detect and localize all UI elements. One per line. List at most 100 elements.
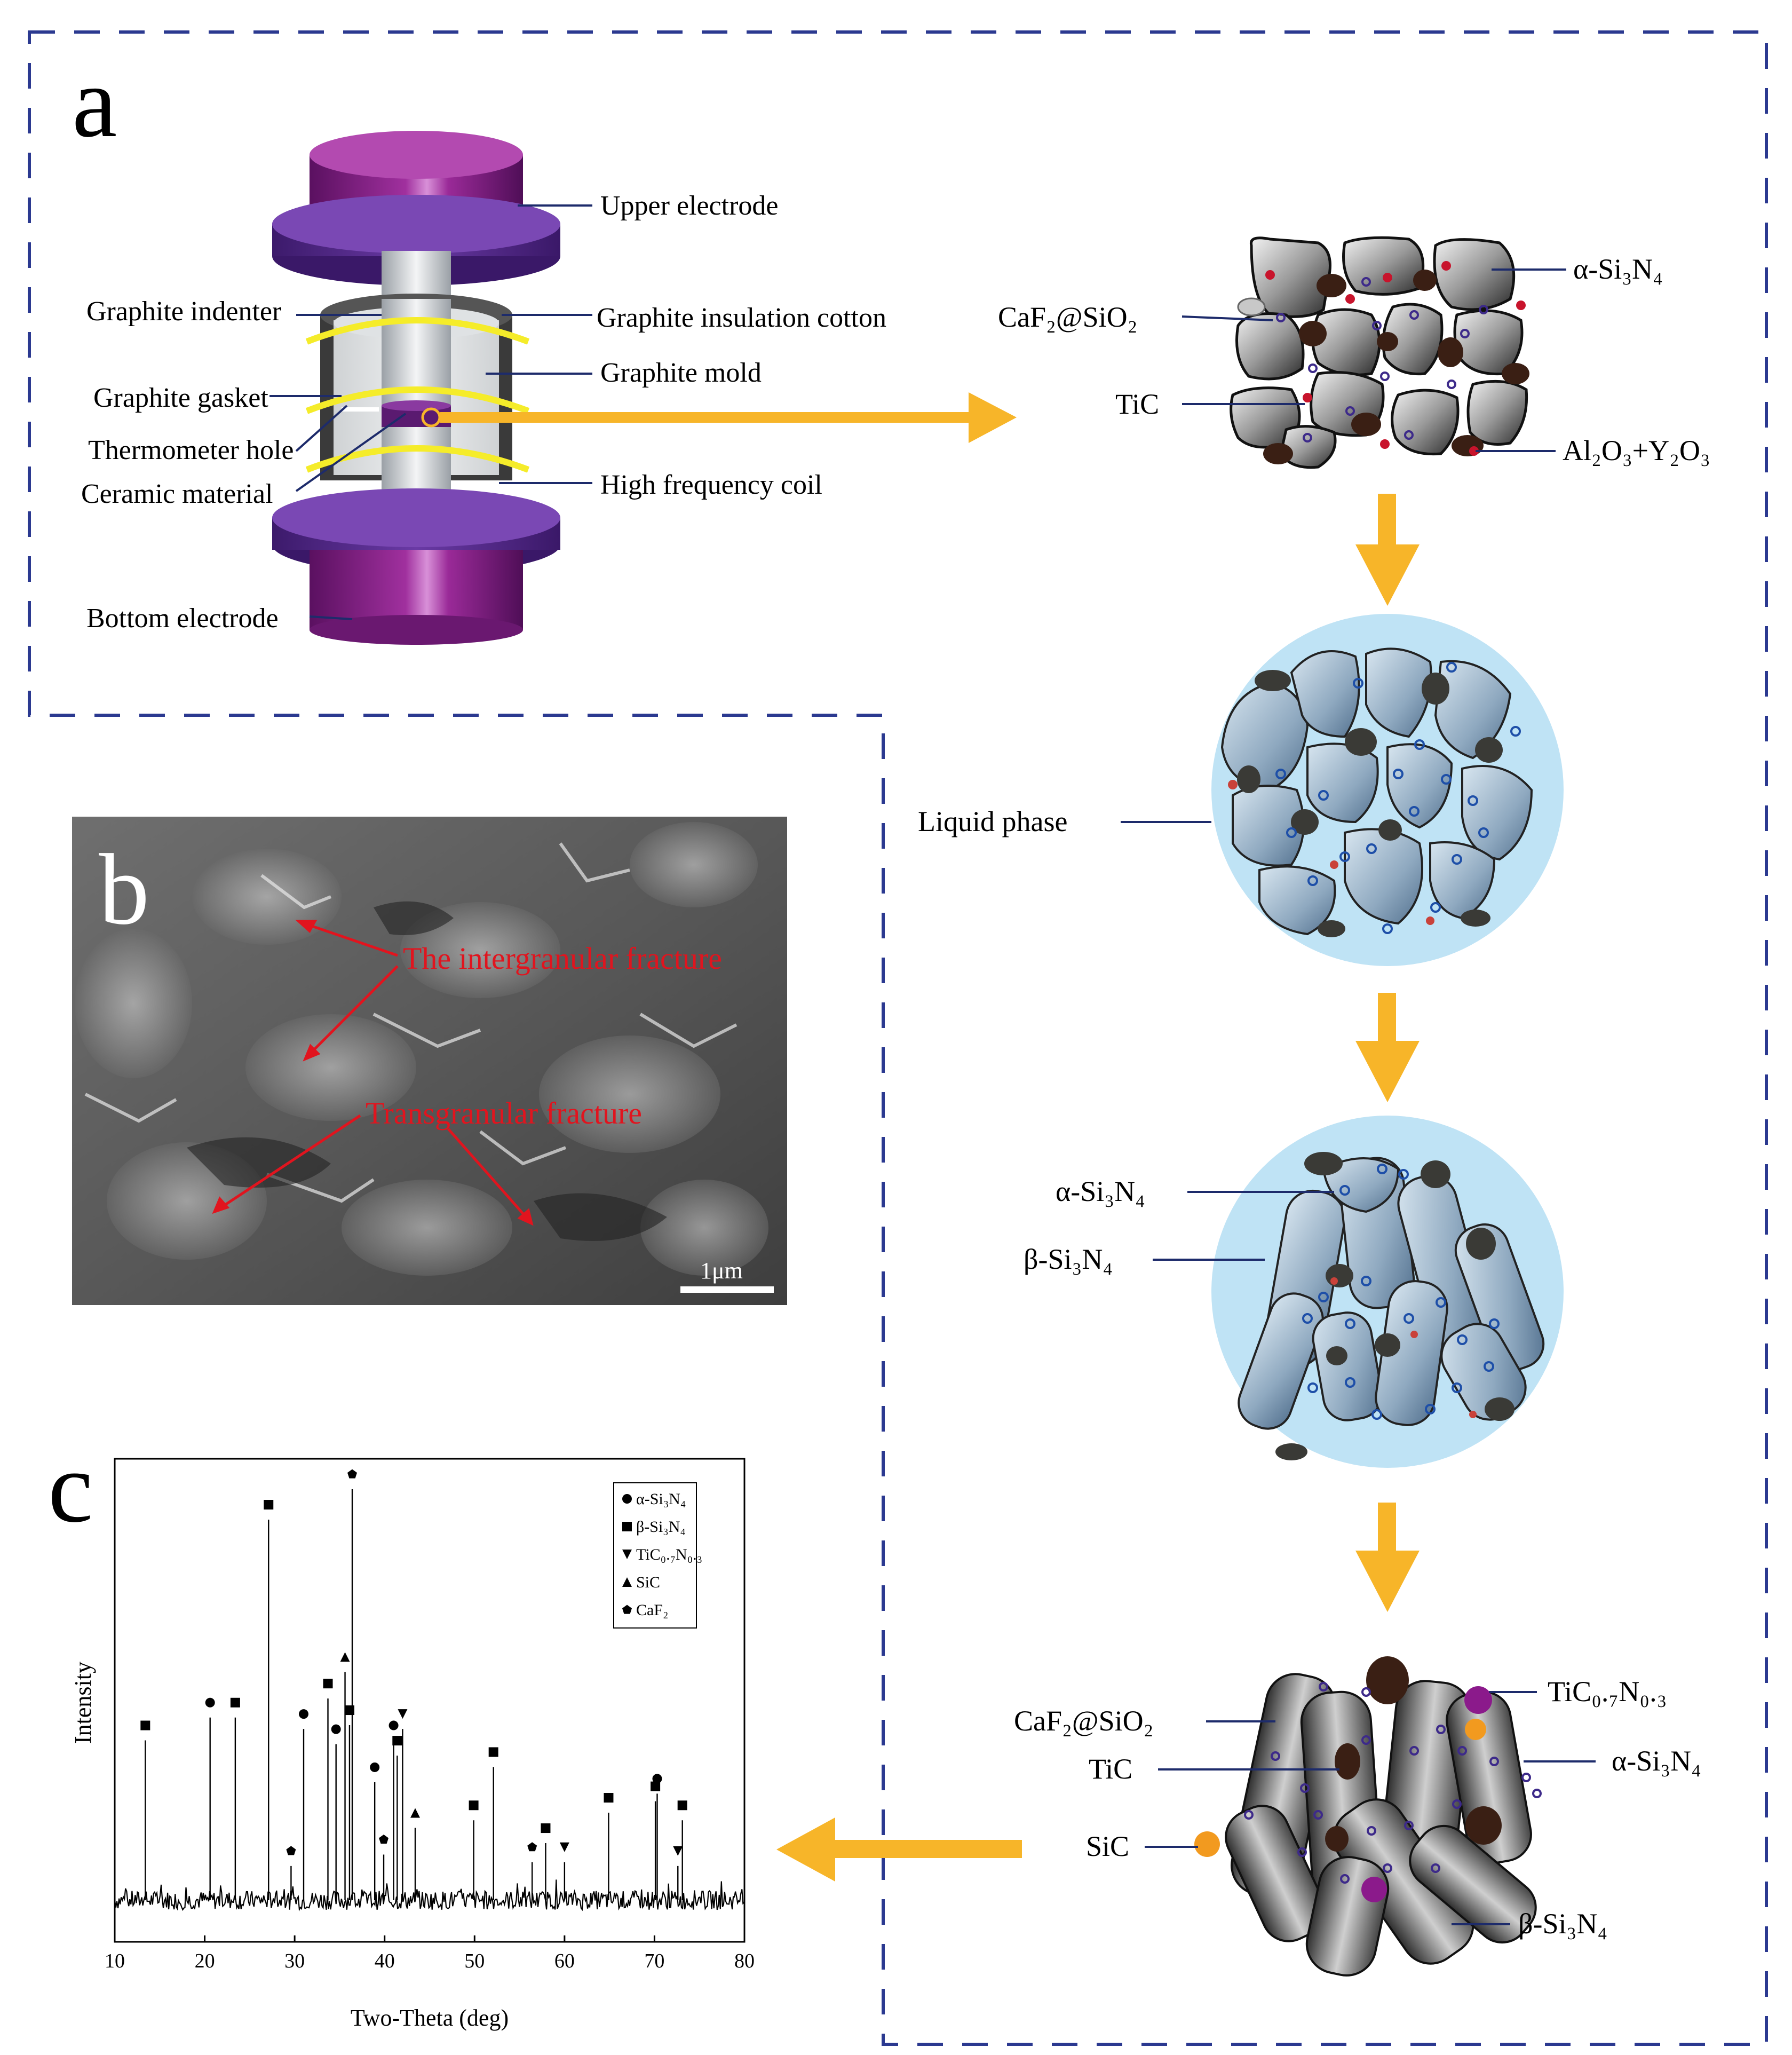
- stage4-sic-label: SiC: [1086, 1830, 1129, 1862]
- stage1-leaders: [1182, 268, 1566, 452]
- arrow-down-1: [1355, 494, 1420, 606]
- stage4-sintered-ceramic: [1194, 1656, 1542, 1977]
- label-graphite-indenter: Graphite indenter: [86, 296, 281, 327]
- sem-image: [72, 817, 787, 1305]
- stage4-leaders: [1145, 1691, 1596, 1925]
- legend: α-Si₃N₄ β-Si₃N₄ TiC₀.₇N₀.₃ SiC CaF₂: [613, 1482, 702, 1629]
- legend-label: CaF₂: [636, 1601, 668, 1619]
- peak-marker: [488, 1747, 498, 1757]
- legend-marker: [622, 1550, 632, 1559]
- stage4-tic-label: TiC: [1089, 1753, 1132, 1785]
- peak-marker: [677, 1800, 687, 1811]
- legend-label: TiC₀.₇N₀.₃: [636, 1546, 702, 1563]
- stage3-beta-label: β-Si₃N₄: [1024, 1243, 1113, 1275]
- peak-marker: [604, 1793, 614, 1803]
- peak-marker: [344, 1705, 354, 1716]
- x-axis-label: Two-Theta (deg): [351, 2005, 509, 2031]
- peak-marker: [205, 1697, 215, 1708]
- legend-marker: [622, 1577, 632, 1587]
- x-tick-label: 20: [195, 1950, 215, 1972]
- peak-marker: [559, 1842, 569, 1852]
- y-axis-label: Intensity: [70, 1662, 96, 1744]
- x-tick-label: 60: [554, 1950, 575, 1972]
- stage1-al2o3-label: Al₂O₃+Y₂O₃: [1563, 434, 1710, 467]
- x-tick-label: 30: [284, 1950, 305, 1972]
- stage2-liquid-phase: [1211, 614, 1564, 966]
- peak-marker: [392, 1736, 402, 1746]
- x-tick-label: 80: [734, 1950, 755, 1972]
- legend-marker: [622, 1494, 632, 1504]
- peak-marker: [398, 1709, 408, 1719]
- arrow-to-xrd: [776, 1817, 1022, 1882]
- peak-marker: [347, 1469, 357, 1479]
- intergranular-label: The intergranular fracture: [403, 941, 722, 976]
- peak-marker: [652, 1774, 662, 1784]
- stage1-tic-label: TiC: [1115, 388, 1159, 420]
- sem-annotation-arrows: [212, 920, 534, 1226]
- legend-marker: [622, 1522, 632, 1531]
- peak-marker: [340, 1652, 350, 1662]
- xrd-markers: [140, 1469, 687, 1856]
- label-graphite-gasket: Graphite gasket: [93, 383, 268, 413]
- panel-a-leaders: [269, 204, 592, 620]
- stage2-liquid-label: Liquid phase: [918, 805, 1067, 837]
- legend-label: SiC: [636, 1574, 660, 1591]
- x-tick-label: 40: [375, 1950, 395, 1972]
- label-bottom-electrode: Bottom electrode: [86, 603, 279, 634]
- stage4-caf2-label: CaF₂@SiO₂: [1014, 1705, 1153, 1737]
- dashed-border: [28, 30, 1768, 2046]
- peak-marker: [673, 1846, 683, 1856]
- scale-bar: [680, 1286, 774, 1293]
- transgranular-label: Transgranular fracture: [366, 1096, 642, 1131]
- stage1-powder-mixture: [1230, 236, 1529, 469]
- stage4-alpha-label: α-Si₃N₄: [1612, 1745, 1701, 1777]
- label-high-frequency-coil: High frequency coil: [600, 470, 822, 500]
- peak-marker: [331, 1724, 341, 1734]
- peak-marker: [140, 1720, 150, 1730]
- legend-label: β-Si₃N₄: [636, 1518, 686, 1536]
- peak-marker: [541, 1823, 551, 1833]
- plot-frame: [114, 1458, 746, 1943]
- panel-b-letter: b: [99, 834, 149, 946]
- stage4-ticn-label: TiC₀.₇N₀.₃: [1548, 1675, 1667, 1708]
- label-graphite-mold: Graphite mold: [600, 358, 762, 388]
- peak-marker: [379, 1835, 388, 1844]
- peak-marker: [410, 1808, 421, 1818]
- stage3-leaders: [1153, 1191, 1334, 1261]
- label-graphite-insulation-cotton: Graphite insulation cotton: [597, 303, 886, 333]
- scale-bar-label: 1μm: [700, 1258, 743, 1284]
- peak-marker: [230, 1697, 240, 1708]
- x-tick-label: 10: [105, 1950, 125, 1972]
- peak-marker: [299, 1709, 308, 1719]
- peak-marker: [323, 1679, 333, 1689]
- peak-marker: [651, 1781, 661, 1791]
- arrow-down-3: [1355, 1503, 1420, 1612]
- x-axis-ticks: 10 20 30 40 50 60 70 80: [105, 1935, 755, 1972]
- arrow-to-stage1: [440, 392, 1017, 443]
- panel-a-letter: a: [72, 46, 117, 159]
- peak-marker: [527, 1842, 537, 1852]
- sps-apparatus: [272, 131, 560, 645]
- xrd-trace: [114, 1879, 745, 1912]
- stage4-beta-label: β-Si₃N₄: [1518, 1908, 1607, 1940]
- stage3-transformation: [1211, 1116, 1564, 1468]
- stage1-alpha-label: α-Si₃N₄: [1573, 253, 1663, 285]
- xrd-chart: 10 20 30 40 50 60 70 80 Two-Theta (deg) Intensi…: [70, 1458, 755, 2031]
- peak-marker: [469, 1800, 479, 1811]
- peak-marker: [286, 1846, 296, 1855]
- x-tick-label: 70: [644, 1950, 664, 1972]
- peak-marker: [370, 1762, 380, 1772]
- stage3-alpha-label: α-Si₃N₄: [1056, 1175, 1145, 1207]
- label-upper-electrode: Upper electrode: [600, 191, 778, 221]
- xrd-peaks: [145, 1489, 683, 1900]
- arrow-down-2: [1355, 993, 1420, 1102]
- label-thermometer-hole: Thermometer hole: [88, 435, 294, 465]
- panel-c-letter: c: [48, 1432, 93, 1544]
- peak-marker: [388, 1720, 399, 1730]
- label-ceramic-material: Ceramic material: [81, 479, 273, 509]
- legend-label: α-Si₃N₄: [636, 1490, 686, 1508]
- peak-marker: [264, 1500, 274, 1510]
- x-tick-label: 50: [464, 1950, 485, 1972]
- legend-marker: [622, 1605, 632, 1614]
